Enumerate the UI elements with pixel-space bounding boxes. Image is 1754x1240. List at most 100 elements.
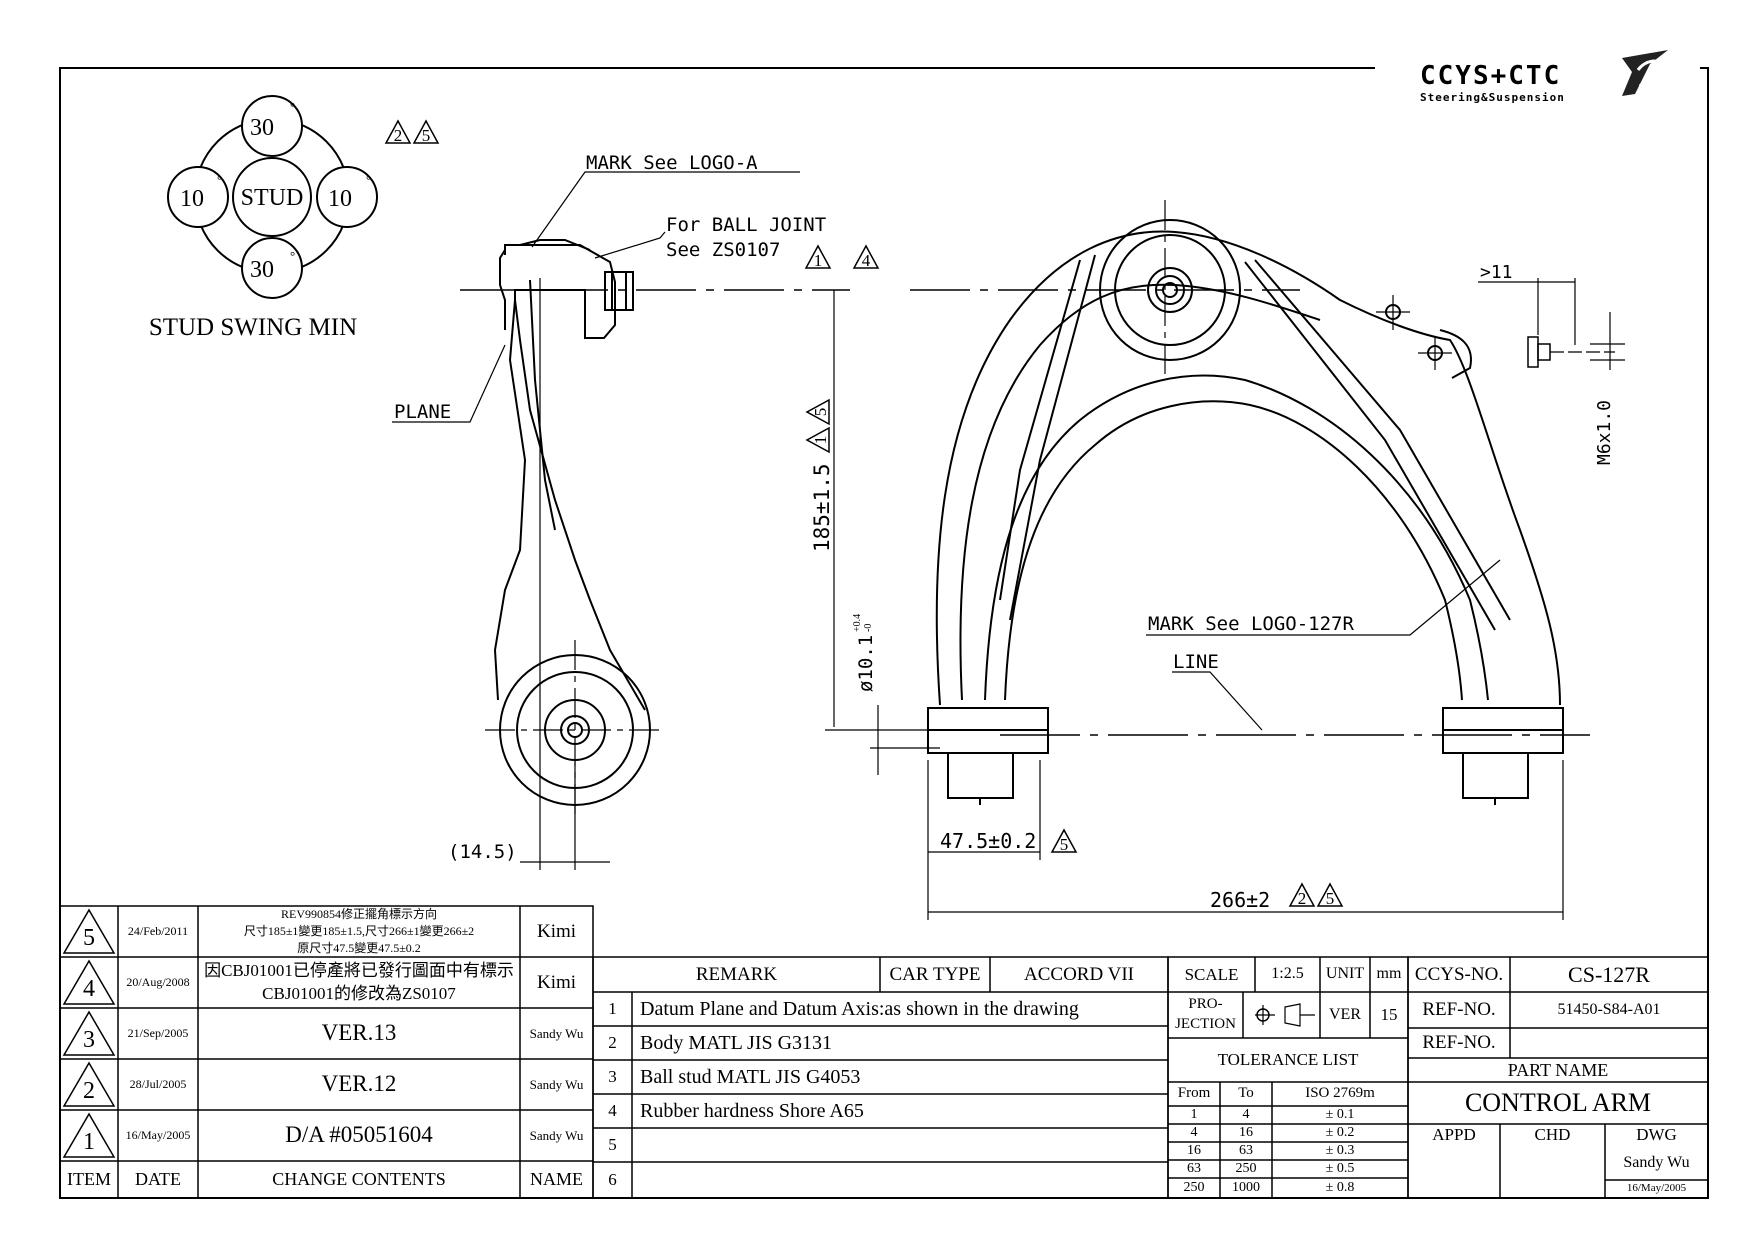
tol-value: ± 0.1 (1325, 1106, 1355, 1122)
degree-symbol: ° (366, 172, 371, 187)
logo-brand: CCYS+CTC (1420, 61, 1561, 91)
bolt-detail: >11 M6x1.0 (1478, 262, 1625, 465)
logo-mark-icon (1622, 50, 1668, 96)
tolerance-title: TOLERANCE LIST (1217, 1050, 1359, 1070)
remark-text: Body MATL JIS G3131 (640, 1031, 833, 1054)
revision-triangle: 4 (852, 244, 880, 270)
degree-symbol: ° (290, 248, 295, 263)
revision-date: 24/Feb/2011 (127, 924, 189, 939)
projection-label-1: PRO- (1188, 996, 1223, 1013)
tol-to: 1000 (1232, 1179, 1260, 1195)
swing-right-value: 10 (328, 186, 352, 212)
dwg-label: DWG (1636, 1125, 1677, 1145)
remark-text (632, 1128, 1168, 1162)
rev-header-name: NAME (530, 1169, 583, 1190)
ref-no2-value (1510, 1028, 1708, 1058)
company-logo: CCYS+CTC Steering&Suspension (1420, 50, 1668, 104)
svg-text:1: 1 (811, 436, 830, 445)
revision-name: Sandy Wu (529, 1127, 584, 1143)
dimension-185: 185±1.5 (810, 463, 834, 552)
svg-text:5: 5 (1060, 835, 1069, 854)
ver-label: VER (1329, 1005, 1361, 1023)
front-view (910, 200, 1590, 805)
tol-from: 63 (1187, 1160, 1201, 1176)
dimension-dia-10-1: ø10.1 (855, 635, 877, 692)
remark-no: 3 (608, 1067, 617, 1087)
revision-date: 20/Aug/2008 (126, 975, 190, 990)
dimension-266: 266±2 (1210, 888, 1270, 912)
remark-text (632, 1162, 1168, 1198)
svg-text:2: 2 (1298, 889, 1307, 908)
revision-triangle: 5 (1050, 828, 1078, 854)
revision-contents-line: REV990854修正擺角標示方向 (280, 907, 437, 922)
tol-to-header: To (1238, 1085, 1254, 1102)
remark-no: 5 (608, 1135, 617, 1155)
ref-no-value: 51450-S84-A01 (1557, 1000, 1661, 1018)
remark-text: Datum Plane and Datum Axis:as shown in t… (640, 997, 1079, 1020)
rev-header-date: DATE (135, 1169, 181, 1190)
car-type-label: CAR TYPE (889, 963, 981, 985)
remark-no: 1 (608, 999, 617, 1019)
ccys-no-label: CCYS-NO. (1414, 963, 1504, 985)
tol-from-header: From (1177, 1085, 1211, 1102)
revision-triangle: 5 (805, 398, 830, 426)
revision-triangle: 2 (384, 119, 412, 145)
mark-logo-a-callout: MARK See LOGO-A (586, 152, 758, 174)
revision-contents-line: 因CBJ01001已停產將已發行圖面中有標示 (204, 961, 514, 981)
scale-label: SCALE (1184, 964, 1239, 984)
line-callout: LINE (1173, 651, 1219, 673)
ref-no2-label: REF-NO. (1422, 1032, 1496, 1054)
tol-from: 1 (1190, 1106, 1198, 1122)
scale-value: 1:2.5 (1271, 965, 1304, 983)
appd-label: APPD (1432, 1125, 1476, 1145)
revision-triangle: 1 (805, 426, 830, 454)
remark-no: 2 (608, 1033, 617, 1053)
revision-name: Kimi (536, 971, 577, 993)
swing-left-value: 10 (180, 186, 204, 212)
revision-contents-line: D/A #05051604 (285, 1122, 433, 1148)
svg-text:2: 2 (394, 126, 403, 145)
revision-name: Sandy Wu (529, 1076, 584, 1092)
revision-date: 28/Jul/2005 (129, 1077, 187, 1092)
tol-to: 63 (1239, 1142, 1253, 1158)
ball-joint-callout-line2: See ZS0107 (666, 239, 780, 261)
swing-left-circle (167, 166, 229, 228)
swing-bottom-value: 30 (250, 257, 274, 283)
unit-label: UNIT (1325, 965, 1365, 983)
revision-item-1: 1 (83, 1129, 95, 1156)
remark-no: 4 (608, 1101, 617, 1121)
degree-symbol: ° (290, 99, 295, 114)
revision-date: 16/May/2005 (125, 1128, 191, 1143)
ball-joint-callout-line1: For BALL JOINT (666, 214, 826, 236)
revision-contents-line: CBJ01001的修改為ZS0107 (262, 984, 456, 1004)
remark-text: Rubber hardness Shore A65 (640, 1099, 864, 1122)
chd-label: CHD (1534, 1125, 1571, 1145)
tol-std-header: ISO 2769m (1305, 1085, 1375, 1102)
revision-triangle: 2 (1288, 882, 1316, 908)
dimension-47-5: 47.5±0.2 (940, 829, 1036, 853)
revision-name: Kimi (536, 920, 577, 942)
front-view-dimensions: 185±1.5 1 5 ø10.1 +0.4 -0 47.5±0.2 5 266… (805, 290, 1564, 920)
car-type-value: ACCORD VII (1024, 963, 1134, 985)
revision-date: 21/Sep/2005 (127, 1026, 189, 1041)
remark-text: Ball stud MATL JIS G4053 (640, 1065, 861, 1088)
drawn-date: 16/May/2005 (1626, 1182, 1687, 1195)
side-view (460, 239, 850, 870)
unit-value: mm (1376, 965, 1402, 983)
tol-to: 4 (1242, 1106, 1250, 1122)
table-grid (59, 905, 1709, 1199)
swing-top-circle (241, 95, 303, 157)
svg-text:1: 1 (814, 251, 823, 270)
tol-value: ± 0.2 (1325, 1124, 1355, 1140)
part-name-value: CONTROL ARM (1464, 1088, 1652, 1118)
dia-tolerance-upper: +0.4 (852, 614, 863, 632)
rev-header-contents: CHANGE CONTENTS (272, 1169, 446, 1190)
tol-to: 16 (1239, 1124, 1253, 1140)
ref-no-label: REF-NO. (1422, 999, 1496, 1021)
svg-text:5: 5 (811, 408, 830, 417)
mark-logo-127r-callout: MARK See LOGO-127R (1148, 613, 1354, 635)
revision-item-triangles (62, 908, 116, 1158)
svg-text:4: 4 (862, 251, 871, 270)
tol-from: 4 (1190, 1124, 1198, 1140)
